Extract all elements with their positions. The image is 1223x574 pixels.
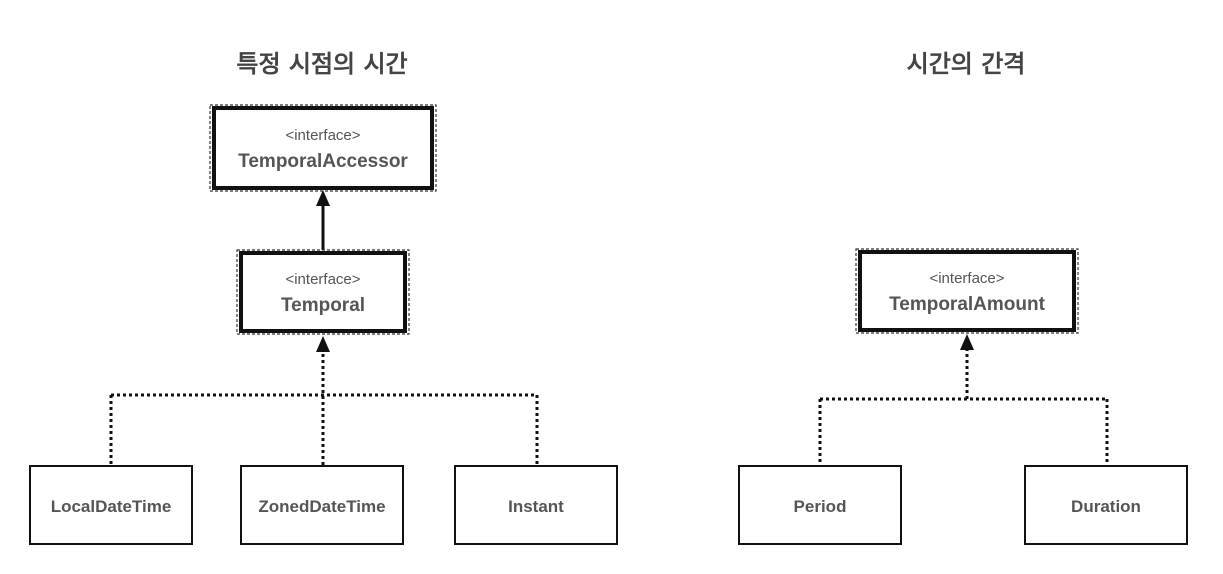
class-box-zoned-date-time: ZonedDateTime [240, 465, 404, 545]
left-section-title: 특정 시점의 시간 [236, 50, 407, 78]
arrow-head-temporal-amount [960, 334, 974, 350]
class-box-instant: Instant [454, 465, 618, 545]
stereotype-label: <interface> [929, 270, 1004, 287]
interface-box-temporal-accessor: <interface> TemporalAccessor [209, 104, 437, 192]
interface-box-temporal: <interface> Temporal [236, 249, 410, 335]
class-name-period: Period [794, 497, 847, 516]
interface-name-temporal-accessor: TemporalAccessor [238, 151, 408, 172]
stereotype-label: <interface> [285, 271, 360, 288]
class-name-instant: Instant [508, 497, 564, 516]
class-name-duration: Duration [1071, 497, 1141, 516]
arrow-head-temporal [316, 336, 330, 352]
arrow-head-temporal-accessor [316, 190, 330, 206]
interface-box-temporal-amount: <interface> TemporalAmount [855, 248, 1079, 334]
class-box-local-date-time: LocalDateTime [29, 465, 193, 545]
class-name-zoned-date-time: ZonedDateTime [258, 497, 385, 516]
class-box-duration: Duration [1024, 465, 1188, 545]
class-box-period: Period [738, 465, 902, 545]
interface-name-temporal: Temporal [281, 295, 365, 316]
right-section-title: 시간의 간격 [907, 50, 1026, 78]
class-name-local-date-time: LocalDateTime [51, 497, 172, 516]
stereotype-label: <interface> [285, 127, 360, 144]
interface-name-temporal-amount: TemporalAmount [889, 294, 1046, 315]
